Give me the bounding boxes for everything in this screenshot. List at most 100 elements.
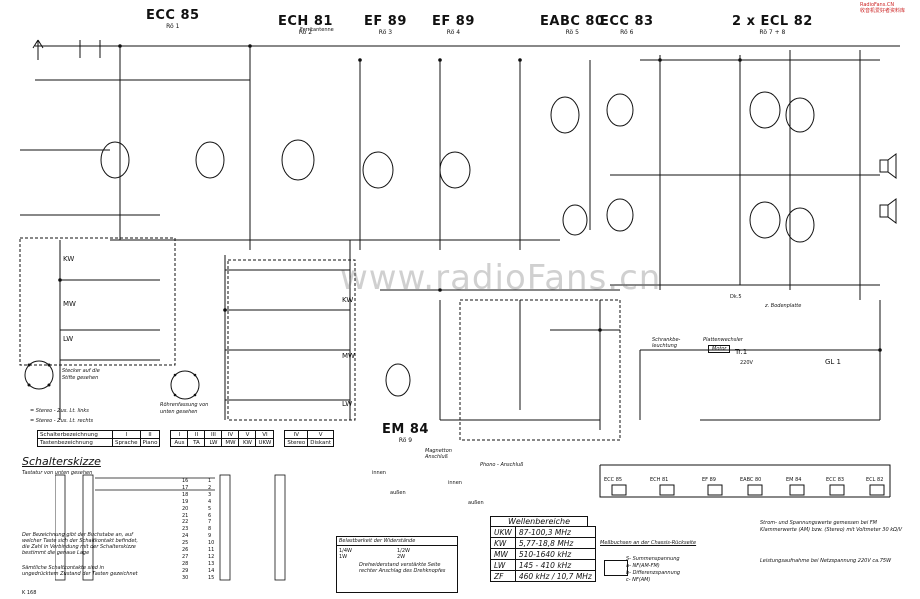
schalter-table: Schalterbezeichnung I II I II III IV V V…	[37, 430, 334, 447]
band-name: LW	[490, 559, 516, 571]
corner-stamp-line2: 收音机爱好者资料库	[860, 8, 906, 14]
heater-eabc80: EABC 80	[740, 477, 762, 483]
label-ferrit: Ferritantenne	[300, 27, 334, 33]
magnetton-label: Magnetton Anschluß	[425, 448, 452, 460]
stecker-legend-1: = Stereo - Zus. Lt. links	[30, 408, 89, 414]
schalter-note-1: Der Bezeichnung gibt der Buchstabe an, a…	[22, 532, 138, 556]
tube-ref: Rö 7 + 8	[759, 29, 786, 36]
spacer	[274, 439, 285, 447]
col-g2-sub-5: KW	[238, 438, 257, 447]
col-g1-1: I	[112, 430, 141, 439]
col-g2-1: I	[170, 430, 189, 439]
heater-ech81: ECH 81	[650, 477, 669, 483]
tube-ecc85: ECC 85 Rö 1	[146, 8, 200, 30]
contact-num: 8	[208, 526, 212, 533]
tube-name: EF 89	[432, 14, 475, 29]
wattage-item: 2W	[397, 554, 406, 560]
contact-num: 6	[208, 512, 212, 519]
band-range: 87-100,3 MHz	[514, 526, 596, 538]
tube-ref: Rö 5	[565, 29, 579, 36]
strom-note: Strom- und Spannungswerte gemessen bei F…	[760, 520, 903, 533]
phono-label: Phono - Anschluß	[480, 462, 524, 468]
tube-name: EF 89	[364, 14, 407, 29]
tube-name: ECC 83	[600, 14, 654, 29]
spacer	[160, 431, 171, 439]
col-g3-1: IV	[284, 430, 309, 439]
label-mw-osc: MW	[342, 352, 355, 360]
messbuchse-item: c- NF(AM)	[626, 577, 651, 583]
contact-num: 12	[208, 553, 215, 560]
tube-name: EABC 80	[540, 14, 605, 29]
band-name: KW	[490, 537, 516, 549]
tube-name: EM 84	[382, 422, 429, 437]
innen-label-2: innen	[448, 480, 462, 486]
watermark: www.radioFans.cn	[340, 258, 662, 298]
heater-em84: EM 84	[786, 477, 802, 483]
contact-num: 9	[208, 533, 212, 540]
contact-num: 15	[208, 574, 215, 581]
contact-num: 5	[208, 505, 212, 512]
spacer	[160, 439, 171, 447]
contact-num: 11	[208, 547, 215, 554]
motor-label: Motor	[708, 345, 731, 353]
label-lw-osc: LW	[342, 400, 353, 408]
schalter-label: Schalterbezeichnung	[37, 430, 113, 439]
schalterskizze-subtitle: Tastatur von unten gesehen	[22, 470, 93, 476]
contact-num: 18	[182, 491, 189, 498]
messbuchse-item: S- Summenspannung	[626, 556, 680, 562]
band-range: 145 - 410 kHz	[514, 559, 596, 571]
heater-ecc83: ECC 83	[826, 477, 845, 483]
col-g2-6: VI	[255, 430, 275, 439]
contact-num: 17	[182, 484, 189, 491]
label-kw-osc: KW	[342, 296, 354, 304]
roehrenfassung-text: Röhrenfassung von unten gesehen	[160, 402, 209, 415]
tube-ecc83: ECC 83 Rö 6	[600, 14, 654, 36]
contact-num: 16	[182, 478, 189, 484]
innen-label-1: innen	[372, 470, 386, 476]
tube-ref: Rö 2	[298, 29, 313, 36]
contact-num: 13	[208, 560, 215, 567]
contact-num: 27	[182, 553, 189, 560]
tube-ref: Rö 3	[378, 29, 393, 36]
tube-name: 2 x ECL 82	[732, 14, 813, 29]
col-g2-3: III	[204, 430, 223, 439]
contact-num: 21	[182, 512, 189, 519]
tube-ef89-b: EF 89 Rö 4	[432, 14, 475, 36]
contact-numbers-2: 1 2 3 4 5 6 7 8 9 10 11 12 13 14 15	[208, 478, 214, 582]
wattage-item: 1W	[339, 554, 348, 560]
col-g2-sub-2: TA	[187, 438, 206, 447]
tube-name: ECC 85	[146, 8, 200, 23]
col-g3-sub-1: Stereo	[284, 438, 309, 447]
leistung-note: Leistungsaufnahme bei Netzspannung 220V …	[760, 558, 892, 564]
contact-num: 28	[182, 560, 189, 567]
contact-num: 25	[182, 540, 189, 547]
belastbarkeit-box: Belastbarkeit der Widerstände 1/4W 1/2W …	[336, 536, 458, 593]
aussen-label-2: außen	[468, 500, 484, 506]
switch-contact-strips	[55, 474, 286, 581]
messbuchsen-block: Meßbuchsen an der Chassis-Rückseite S- S…	[600, 540, 696, 584]
wattage-item: 1/4W	[339, 548, 352, 554]
contact-num: 3	[208, 491, 212, 498]
heater-ef89: EF 89	[702, 477, 716, 483]
schalterskizze-title: Schalterskizze	[22, 455, 101, 468]
col-g2-2: II	[187, 430, 206, 439]
band-range: 5,77-18,8 MHz	[514, 537, 596, 549]
tube-ref: Rö 4	[446, 29, 461, 36]
label-lw-antenna: LW	[63, 335, 74, 343]
band-name: MW	[490, 548, 516, 560]
contact-num: 4	[208, 498, 212, 505]
code-label: K 168	[22, 590, 37, 596]
bodenplatte-label: z. Bodenplatte	[765, 303, 802, 309]
col-g2-sub-1: Aus	[170, 438, 189, 447]
aussen-label-1: außen	[390, 490, 406, 496]
spacer	[274, 431, 285, 439]
col-g1-2: II	[139, 430, 161, 439]
contact-num: 24	[182, 533, 189, 540]
col-g2-sub-3: LW	[204, 438, 223, 447]
messbuchsen-socket	[604, 560, 628, 576]
